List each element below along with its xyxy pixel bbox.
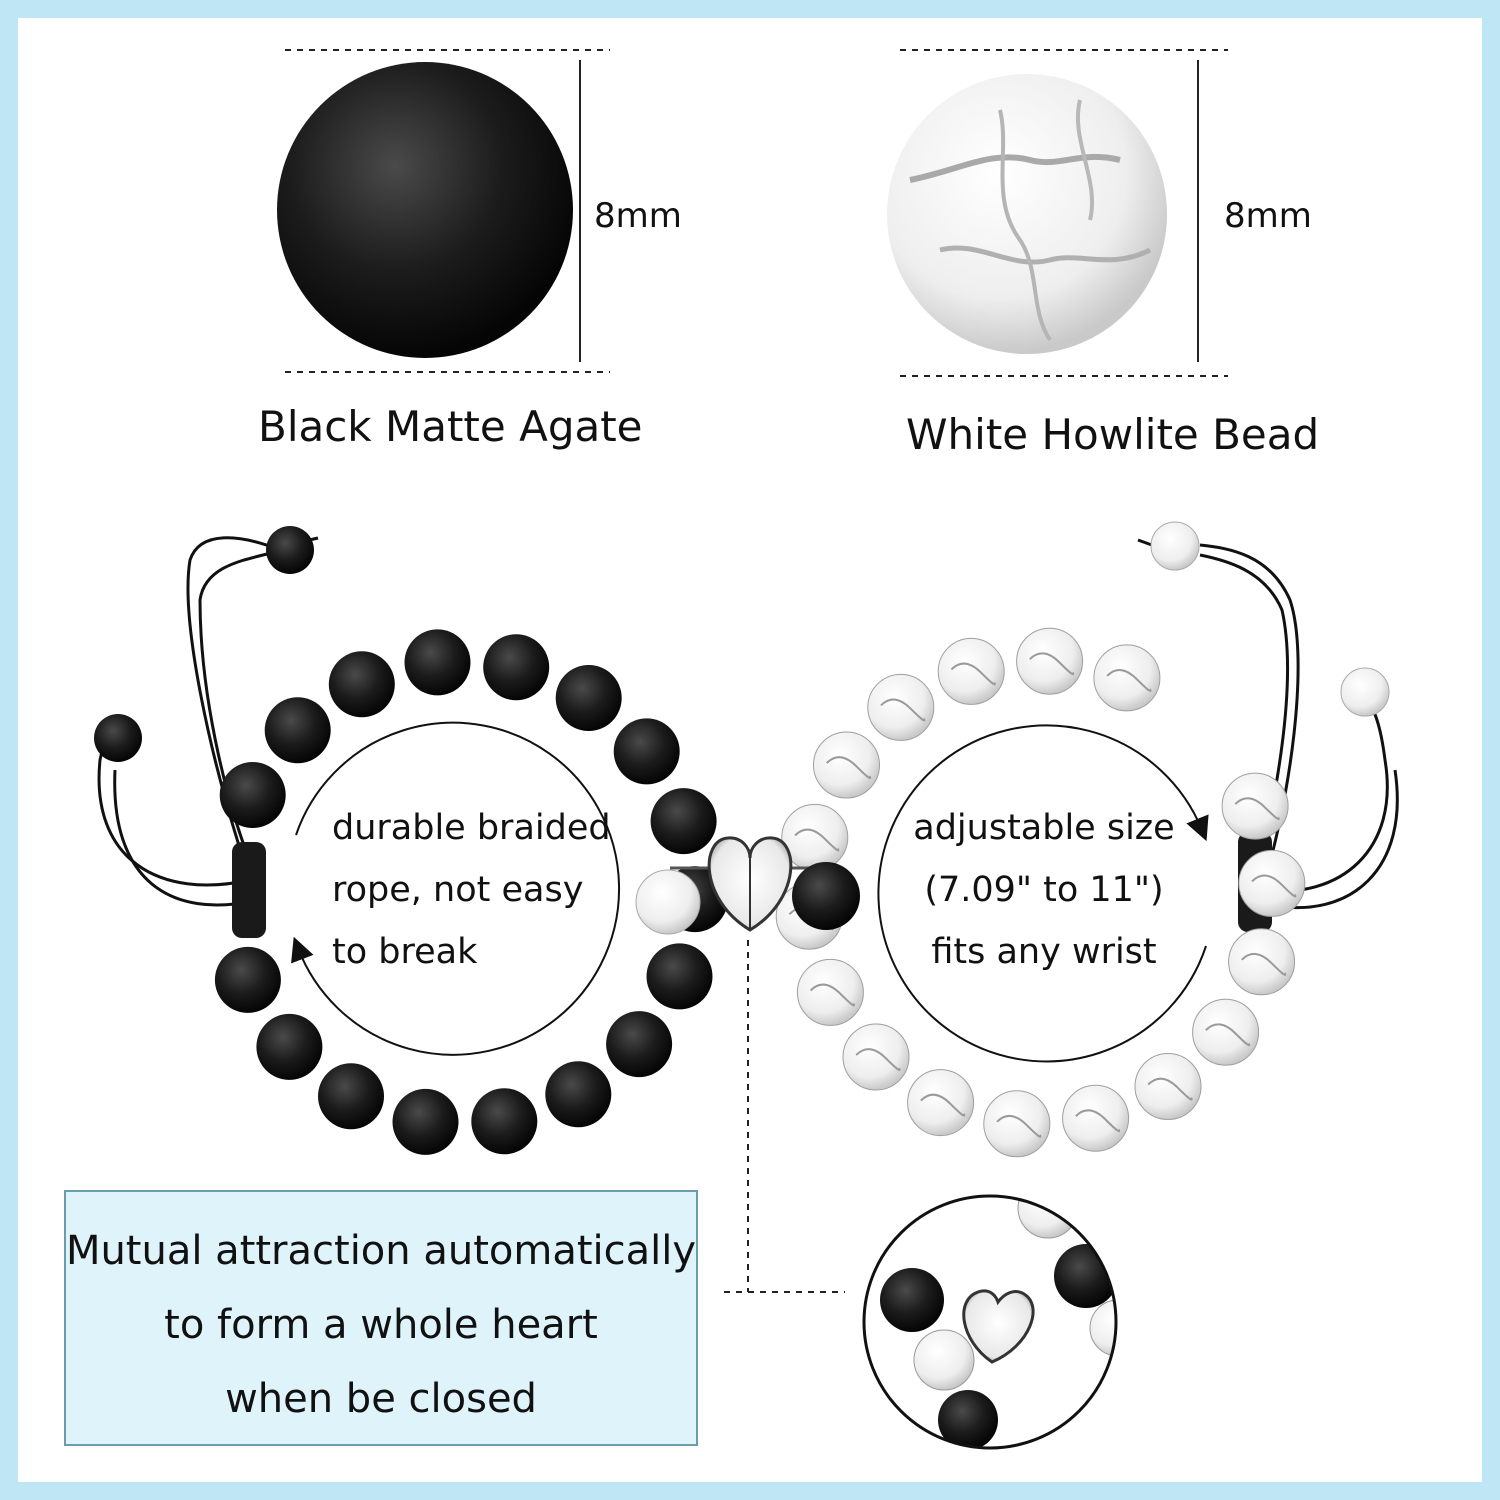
bead-vein xyxy=(1234,797,1280,821)
right-arrow-circle xyxy=(877,724,1209,1063)
bracelet-bead xyxy=(483,634,550,701)
bracelet-bead xyxy=(555,665,622,731)
bracelet-bead xyxy=(1221,772,1289,840)
bracelet-bead xyxy=(1192,998,1260,1066)
bracelet-bead xyxy=(264,697,331,764)
note-line-1: Mutual attraction automatically xyxy=(65,1228,697,1274)
clasp-white-bead xyxy=(635,869,701,935)
right-bracelet-beads xyxy=(775,627,1306,1158)
bracelet-bead xyxy=(650,788,717,855)
bead-vein xyxy=(1147,1077,1193,1101)
bead-vein xyxy=(794,828,840,852)
bracelet-bead xyxy=(937,637,1005,705)
bracelet-bead xyxy=(545,1061,612,1128)
clasp-black-bead xyxy=(792,862,860,930)
left-cord-end-bead-side xyxy=(94,714,142,762)
right-cord-end-bead-top xyxy=(1150,521,1200,571)
bead-vein xyxy=(809,983,855,1007)
bead-vein xyxy=(1106,669,1152,692)
bracelet-bead xyxy=(1016,627,1084,695)
black-bead-size-label: 8mm xyxy=(594,196,682,236)
bead-vein xyxy=(1029,652,1075,676)
bead-vein xyxy=(950,662,996,686)
bracelet-bead xyxy=(983,1090,1051,1158)
bracelet-bead xyxy=(214,946,281,1013)
left-arrow-circle xyxy=(291,721,621,1056)
bracelet-bead xyxy=(907,1069,975,1137)
bracelet-bead xyxy=(867,673,935,741)
bead-vein xyxy=(1075,1109,1121,1133)
bead-vein xyxy=(920,1093,966,1117)
bracelet-bead xyxy=(256,1013,323,1080)
bracelet-bead xyxy=(1238,849,1306,917)
black-agate-bead-large xyxy=(277,49,610,373)
left-cord-knot xyxy=(232,842,266,938)
bracelet-bead xyxy=(318,1063,384,1130)
white-howlite-bead-large xyxy=(887,49,1228,377)
bead-vein xyxy=(996,1115,1042,1138)
feature-rope-text: durable braided rope, not easy to break xyxy=(332,808,611,972)
clasp-detail-zoom xyxy=(862,1194,1118,1450)
bead-vein xyxy=(855,1048,901,1072)
bead-vein xyxy=(1241,953,1287,976)
bracelet-bead xyxy=(404,629,471,696)
bracelet-bead xyxy=(1062,1084,1130,1152)
bead-vein xyxy=(880,698,926,722)
bead-vein xyxy=(1251,874,1297,898)
bracelet-bead xyxy=(813,731,880,799)
bracelet-bead xyxy=(613,718,680,785)
bracelet-bead xyxy=(219,762,286,828)
black-bead-name: Black Matte Agate xyxy=(258,402,643,451)
bracelet-bead xyxy=(392,1088,459,1155)
bracelet-bead xyxy=(842,1023,910,1091)
note-text: Mutual attraction automatically to form … xyxy=(64,1214,698,1436)
bracelet-bead xyxy=(328,651,395,718)
bracelet-bead xyxy=(606,1011,673,1078)
bracelet-bead xyxy=(471,1088,538,1155)
left-bracelet-beads xyxy=(214,629,728,1155)
bracelet-bead xyxy=(1228,928,1296,996)
note-line-3: when be closed xyxy=(225,1376,537,1422)
bracelet-bead xyxy=(646,943,713,1010)
feature-size-text: adjustable size (7.09" to 11") fits any … xyxy=(913,808,1175,972)
bracelet-bead xyxy=(796,958,864,1026)
bead-vein xyxy=(1205,1023,1251,1047)
left-cord-end-bead-top xyxy=(266,526,314,574)
right-cord-end-bead-side xyxy=(1340,667,1390,717)
bead-vein xyxy=(825,756,872,780)
detail-connector xyxy=(724,940,845,1293)
bracelet-bead xyxy=(1093,644,1161,712)
white-bead-name: White Howlite Bead xyxy=(906,410,1320,459)
mutual-attraction-note xyxy=(64,1190,698,1446)
bracelet-bead xyxy=(1134,1053,1202,1120)
white-bead-size-label: 8mm xyxy=(1224,196,1312,236)
note-line-2: to form a whole heart xyxy=(164,1302,598,1348)
